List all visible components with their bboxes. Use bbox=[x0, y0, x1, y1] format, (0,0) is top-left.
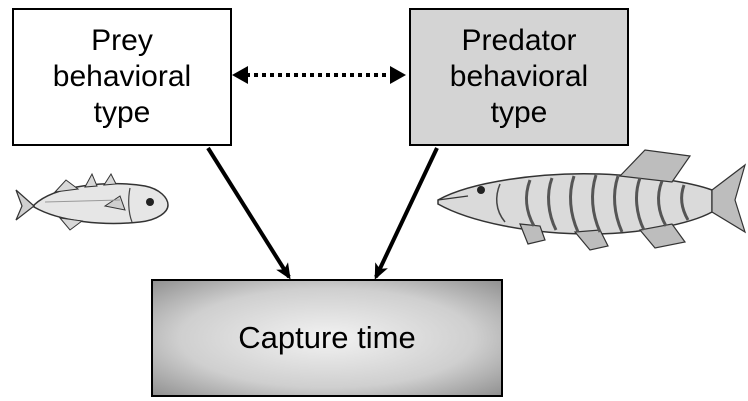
predator-to-capture-arrow bbox=[374, 147, 439, 280]
prey-behavioral-type-label: Prey behavioral type bbox=[52, 24, 192, 129]
stickleback-fish-illustration bbox=[15, 172, 169, 231]
arrowhead-right bbox=[390, 66, 406, 84]
predator-behavioral-type-label: Predator behavioral type bbox=[449, 24, 589, 129]
capture-box-fill bbox=[151, 279, 503, 397]
capture-time-node: Capture time bbox=[151, 279, 503, 397]
prey-behavioral-type-node: Prey behavioral type bbox=[12, 8, 232, 146]
arrowhead-left bbox=[232, 66, 248, 84]
interaction-arrow bbox=[232, 66, 406, 84]
pike-fish-illustration bbox=[437, 149, 747, 251]
prey-to-capture-arrow bbox=[206, 146, 291, 280]
predator-behavioral-type-node: Predator behavioral type bbox=[409, 8, 629, 146]
capture-time-label: Capture time bbox=[238, 320, 416, 355]
